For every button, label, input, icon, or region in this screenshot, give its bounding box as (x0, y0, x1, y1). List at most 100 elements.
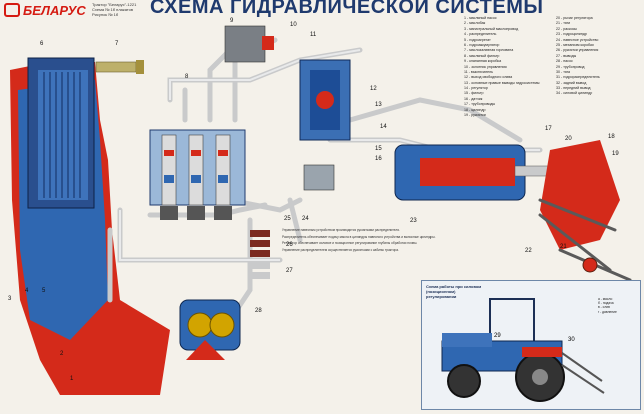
callout-14: 14 (380, 124, 387, 130)
legend-item: 11 - выключатель (464, 69, 493, 74)
legend-item: 9 - клапанная коробка (464, 59, 502, 64)
callout-16: 16 (375, 156, 382, 162)
callout-13: 13 (375, 102, 382, 108)
legend-item: 23 - гидроцилиндр (556, 32, 587, 37)
info-line: Трактор "Беларус"-1221 (92, 2, 137, 7)
legend-item: 30 - тяга (556, 69, 571, 74)
brand-icon (4, 3, 20, 17)
poster-title: СХЕМА ГИДРАВЛИЧЕСКОЙ СИСТЕМЫ (150, 0, 544, 18)
legend-item: 25 - механизм коробки (556, 42, 594, 47)
legend-item: 19 - рукоятки (464, 113, 486, 118)
callout-15: 15 (375, 146, 382, 152)
tractor-cylinder (522, 347, 562, 357)
legend-item: 13 - основные правые выводы гидросистемы (464, 80, 540, 85)
legend-item: 24 - навесное устройство (556, 37, 599, 42)
description-text: Управление навесным устройством производ… (282, 228, 462, 254)
callout-28: 28 (255, 308, 262, 314)
inset-note: г - давление (598, 309, 617, 314)
legend-item: 22 - раскосы (556, 26, 577, 31)
callout-12: 12 (370, 86, 377, 92)
callout-22: 22 (525, 248, 532, 254)
wheel-hub (532, 369, 548, 385)
callout-3: 3 (8, 296, 12, 302)
pump-gear (187, 312, 213, 338)
legend-item: 32 - задний вывод (556, 80, 587, 85)
legend-item: 1 - масляный насос (464, 16, 497, 20)
callout-5: 5 (42, 288, 46, 294)
valve-box (224, 25, 266, 63)
callout-20: 20 (565, 136, 572, 142)
regulator-valve (316, 91, 334, 109)
callout-10: 10 (290, 22, 297, 28)
distributor-spools (160, 134, 232, 220)
callout-1: 1 (70, 376, 74, 382)
legend-item: 5 - гидроагрегат (464, 37, 491, 42)
legend-item: 2 - маслобак (464, 21, 486, 26)
valve-cap (262, 36, 274, 50)
callout-4: 4 (25, 288, 29, 294)
brand-name: БЕЛАРУС (23, 3, 86, 18)
callout-11: 11 (310, 32, 317, 38)
callout-2: 2 (60, 351, 64, 357)
cylinder-piston (420, 158, 515, 186)
callout-18: 18 (608, 134, 615, 140)
legend-column-2: 20 - рычаг регулятора 21 - тяги 22 - рас… (556, 16, 644, 97)
callout-17: 17 (545, 126, 552, 132)
legend-item: 27 - выводы (556, 53, 577, 58)
inset-title: Схема работы при силовом (позиционном) р… (426, 284, 482, 299)
info-line: Схема № 1б плакатов (92, 7, 134, 12)
callout-27: 27 (286, 268, 293, 274)
legend-item: 34 - силовой цилиндр (556, 91, 593, 96)
description-paragraph: Распределитель обеспечивает подачу масла… (282, 234, 436, 239)
callout-8: 8 (185, 74, 189, 80)
filler-cap (136, 60, 144, 74)
legend-item: 10 - золотник управления (464, 64, 507, 69)
legend-item: 28 - насос (556, 59, 573, 64)
legend-item: 3 - магистральный маслопровод (464, 26, 519, 31)
legend-item: 14 - регулятор (464, 86, 488, 91)
legend-item: 21 - тяги (556, 21, 571, 26)
inset-callout-29: 29 (494, 333, 501, 339)
hitch-joint (582, 257, 598, 273)
legend-item: 18 - цилиндр (464, 107, 486, 112)
brand-logo: БЕЛАРУС (4, 3, 86, 18)
filler-neck (95, 61, 137, 73)
pump-flow (186, 340, 225, 360)
inset-note: в - слив (598, 305, 610, 310)
callout-26: 26 (286, 242, 293, 248)
legend-item: 33 - передний вывод (556, 86, 591, 91)
tractor-hitch (561, 352, 605, 394)
legend-item: 4 - распределитель (464, 32, 497, 37)
description-paragraph: Управление распределителем осуществляетс… (282, 247, 399, 252)
legend-item: 16 - датчик (464, 96, 483, 101)
callout-25: 25 (284, 216, 291, 222)
callout-23: 23 (410, 218, 417, 224)
inset-notes: а - масло б - подача в - слив г - давлен… (598, 297, 638, 314)
rear-linkage (540, 140, 620, 250)
inset-note: б - подача (598, 301, 614, 306)
tractor-front-wheel (447, 364, 481, 398)
inset-scheme: Схема работы при силовом (позиционном) р… (421, 280, 641, 410)
inset-callout-30: 30 (568, 337, 575, 343)
tractor-illustration: 29 30 (441, 298, 605, 402)
legend-item: 31 - гидрораспределитель (556, 75, 600, 80)
outlet-fittings (250, 230, 270, 279)
regulator-sensor (303, 164, 335, 191)
callout-21: 21 (560, 244, 567, 250)
callout-7: 7 (115, 41, 119, 47)
legend-item: 12 - выход свободного слива (464, 75, 513, 80)
legend-item: 6 - гидроаккумулятор (464, 42, 500, 47)
poster-info: Трактор "Беларус"-1221 Схема № 1б плакат… (92, 2, 142, 17)
callout-9: 9 (230, 18, 234, 24)
legend-item: 20 - рычаг регулятора (556, 16, 593, 20)
legend-item: 26 - рукоятки управления (556, 48, 599, 53)
legend-item: 15 - фильтр (464, 91, 484, 96)
tractor-engine (442, 333, 492, 347)
legend-item: 17 - трубопроводы (464, 102, 496, 107)
inset-note: а - масло (598, 297, 613, 301)
legend-item: 29 - трубопровод (556, 64, 585, 69)
tractor-cab (489, 298, 535, 348)
info-line: Рисунок № 1б (92, 12, 119, 17)
callout-6: 6 (40, 41, 44, 47)
